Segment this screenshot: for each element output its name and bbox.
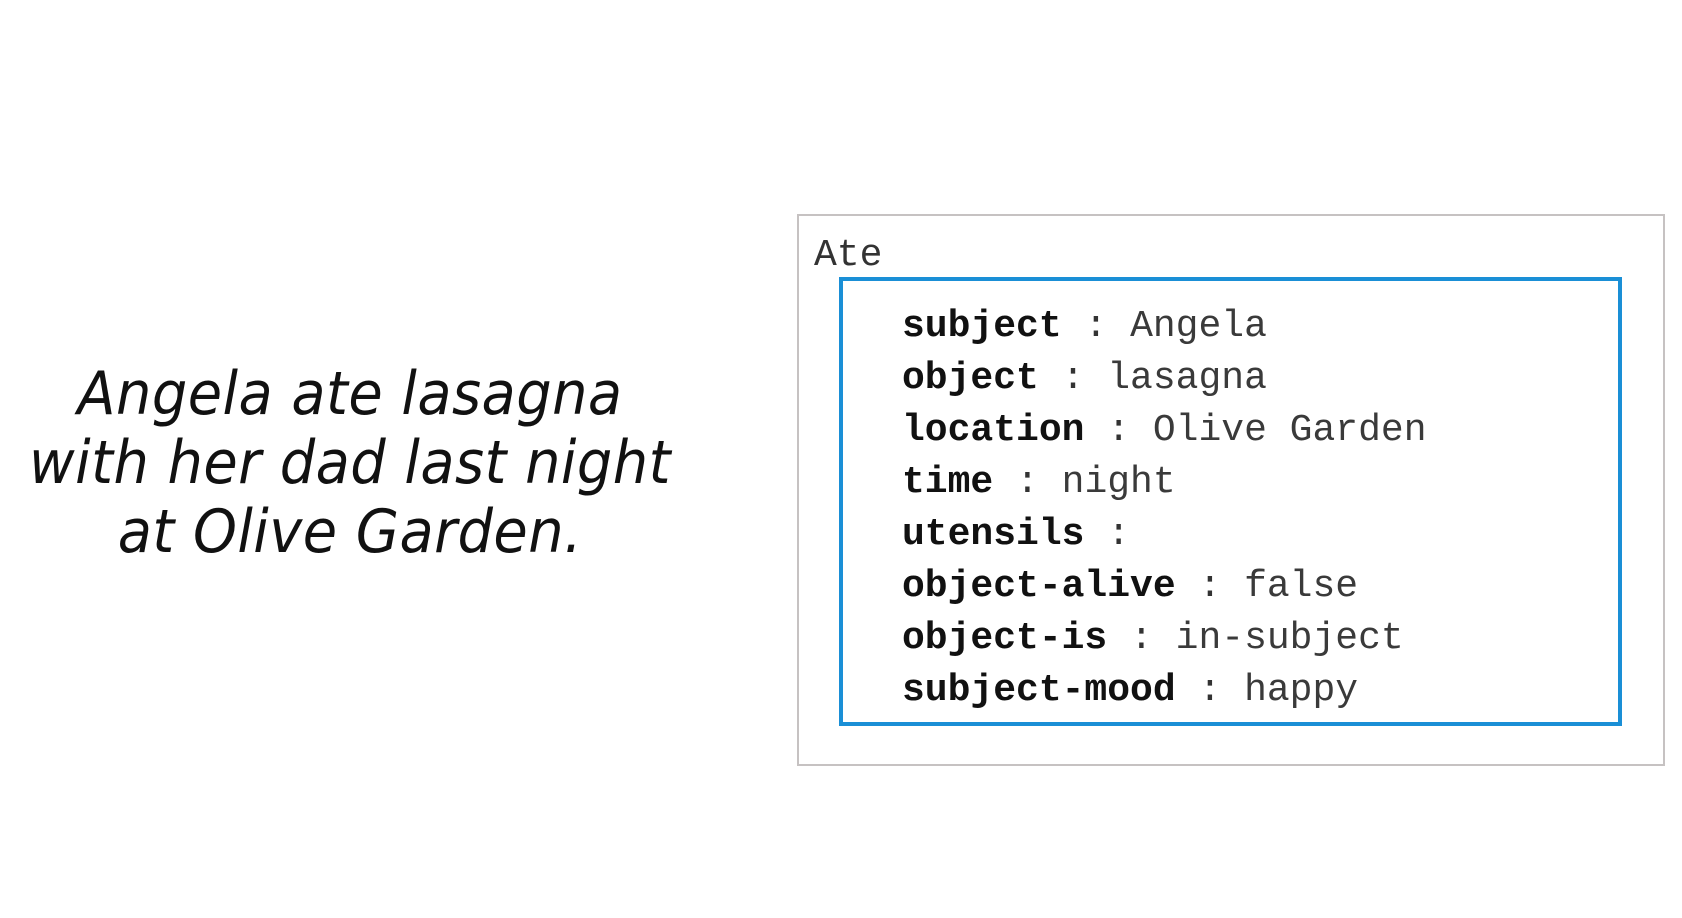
slot-time: time : night xyxy=(902,457,1427,509)
slot-value: Olive Garden xyxy=(1152,409,1427,452)
slot-utensils: utensils : xyxy=(902,509,1427,561)
example-sentence: Angela ate lasagna with her dad last nig… xyxy=(25,360,676,567)
slot-object-is: object-is : in-subject xyxy=(902,613,1427,665)
slot-value: night xyxy=(1061,461,1176,504)
slot-value: false xyxy=(1244,565,1359,608)
slot-value: in-subject xyxy=(1175,617,1404,660)
slot-object-alive: object-alive : false xyxy=(902,561,1427,613)
slot-key: time xyxy=(902,461,994,504)
slot-key: utensils xyxy=(902,513,1085,556)
slot-separator: : xyxy=(1175,565,1245,608)
frame-slots-box xyxy=(839,277,1622,726)
sentence-line-1: Angela ate lasagna xyxy=(77,359,623,429)
slot-key: object-alive xyxy=(902,565,1176,608)
frame-title: Ate xyxy=(814,234,883,277)
slot-key: object xyxy=(902,357,1039,400)
sentence-line-3: at Olive Garden. xyxy=(117,497,583,567)
slot-separator: : xyxy=(993,461,1062,504)
slot-key: object-is xyxy=(902,617,1108,660)
frame-slot-list: subject : Angela object : lasagna locati… xyxy=(902,301,1427,717)
slot-key: subject-mood xyxy=(902,669,1176,712)
slot-separator: : xyxy=(1061,305,1131,348)
slot-location: location : Olive Garden xyxy=(902,405,1427,457)
sentence-line-2: with her dad last night xyxy=(29,428,671,498)
slot-separator: : xyxy=(1107,617,1176,660)
slot-separator: : xyxy=(1038,357,1108,400)
slot-separator: : xyxy=(1084,513,1131,556)
slot-key: subject xyxy=(902,305,1062,348)
slot-object: object : lasagna xyxy=(902,353,1427,405)
slot-separator: : xyxy=(1084,409,1153,452)
slot-separator: : xyxy=(1175,669,1245,712)
slot-subject-mood: subject-mood : happy xyxy=(902,665,1427,717)
slot-value: Angela xyxy=(1130,305,1267,348)
slot-key: location xyxy=(902,409,1085,452)
slot-value: lasagna xyxy=(1107,357,1267,400)
slot-subject: subject : Angela xyxy=(902,301,1427,353)
slot-value: happy xyxy=(1244,669,1359,712)
